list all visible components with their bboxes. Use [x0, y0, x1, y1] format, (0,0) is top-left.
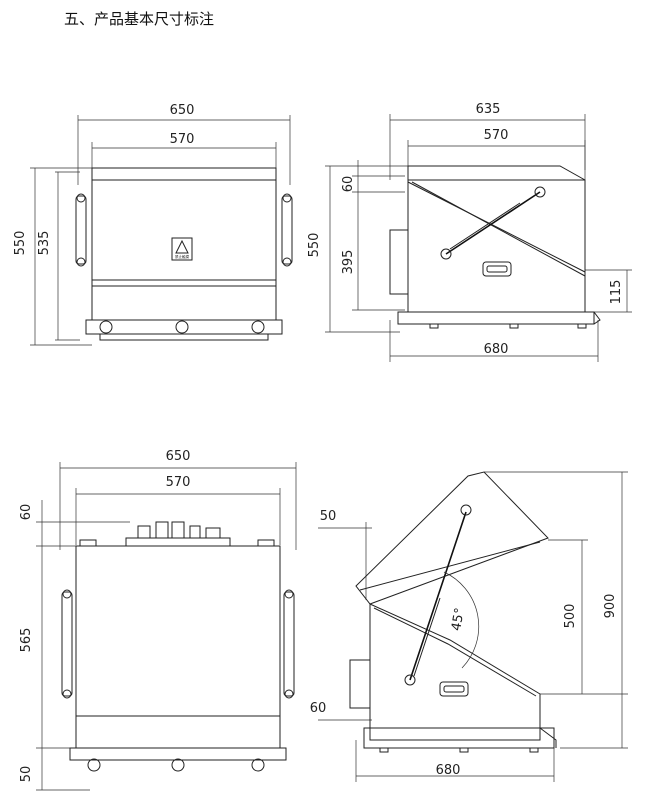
front-view-closed: 650 570 550 535 禁止触摸 — [13, 103, 293, 346]
dim-open-side-lid-offset: 50 — [320, 509, 337, 524]
dim-side-depth: 680 — [484, 342, 509, 357]
dim-front-height-inner: 535 — [37, 231, 52, 256]
dim-open-side-total-height: 900 — [603, 594, 618, 619]
dim-open-front-width-inner: 570 — [166, 475, 191, 490]
dim-open-side-lid-height: 500 — [563, 604, 578, 629]
dim-open-side-base: 60 — [310, 701, 327, 716]
dim-front-width-inner: 570 — [170, 132, 195, 147]
dim-front-width-outer: 650 — [170, 103, 195, 118]
side-view-open: 50 60 500 900 680 45° — [310, 471, 628, 782]
dim-open-front-bottom: 50 — [19, 766, 34, 783]
dim-side-width-inner: 570 — [484, 128, 509, 143]
dim-open-front-body: 565 — [19, 628, 34, 653]
front-view-open: 650 570 60 565 50 — [19, 449, 297, 791]
dim-side-bottom-right: 115 — [609, 280, 624, 305]
dim-side-top-offset: 60 — [341, 176, 356, 193]
dim-open-side-angle: 45° — [449, 607, 468, 632]
warning-sign-text: 禁止触摸 — [175, 254, 189, 259]
dim-side-height: 550 — [307, 233, 322, 258]
dim-open-front-top: 60 — [19, 504, 34, 521]
dim-side-width-outer: 635 — [476, 102, 501, 117]
dim-open-side-depth: 680 — [436, 763, 461, 778]
dim-front-height-outer: 550 — [13, 231, 28, 256]
dim-open-front-width-outer: 650 — [166, 449, 191, 464]
side-view-closed: 635 570 550 60 395 115 680 — [307, 102, 632, 362]
dim-side-lower: 395 — [341, 250, 356, 275]
page-heading: 五、产品基本尺寸标注 — [64, 10, 215, 28]
